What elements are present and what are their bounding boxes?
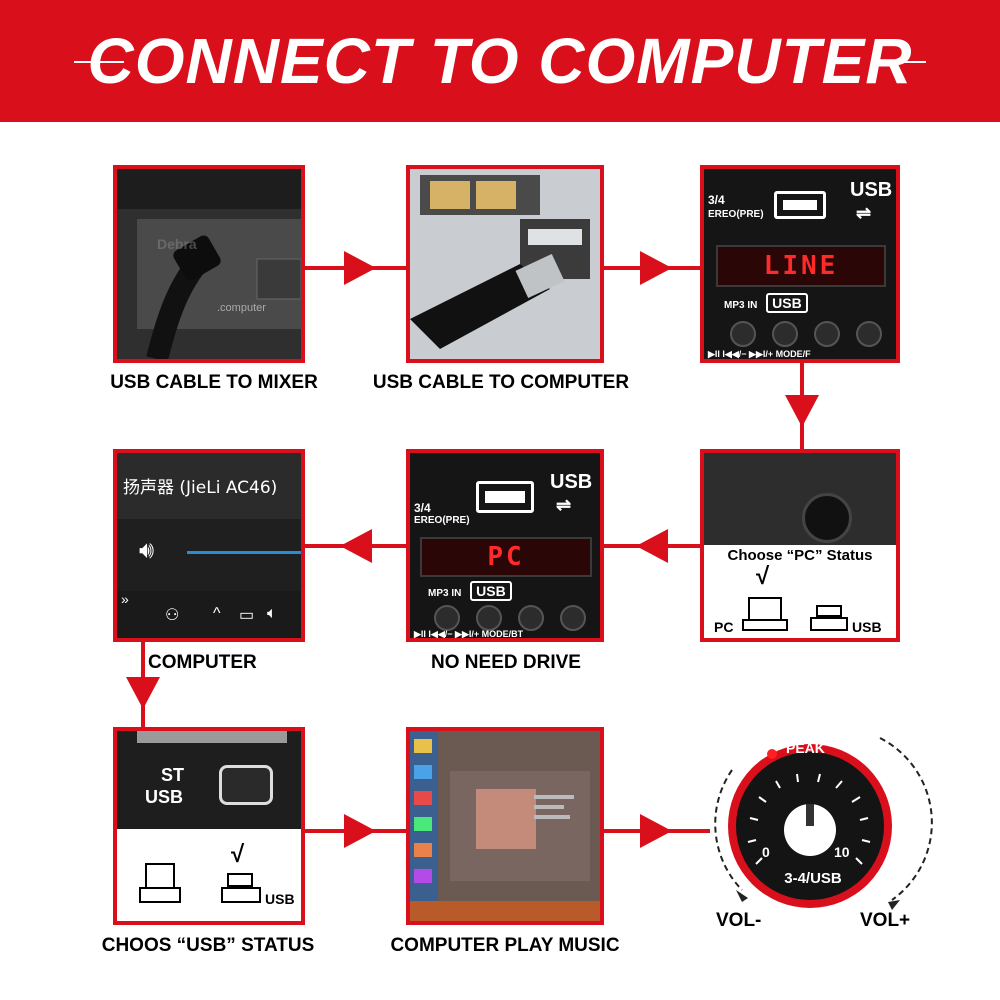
knob-channel-label: 3-4/USB [784,870,842,887]
sound-device-name[interactable]: 扬声器 (JieLi AC46) [123,478,278,498]
usb-status-label: USB [265,891,295,907]
step5-label-stereo: EREO(PRE) [414,515,470,526]
step7-photo: ST USB [117,731,301,829]
step4-panel: Choose “PC” Status √ PC USB [700,449,900,642]
arrow-right-4 [640,814,672,848]
speaker-icon[interactable]: 🔊︎ [139,537,155,564]
prev-button[interactable] [772,321,798,347]
step3-usb-badge: USB [766,293,808,313]
step7-caption: CHOOS “USB” STATUS [101,935,315,956]
step5-lcd-display: PC [420,537,592,577]
usb-check-mark-icon: √ [231,841,245,868]
step4-choose-text: Choose “PC” Status [727,547,873,564]
usb-status-base-icon [221,887,261,903]
mode-button[interactable] [856,321,882,347]
step3-label-stereo: EREO(PRE) [708,209,764,220]
music-player-screenshot [410,731,600,921]
step8-screenshot [406,727,604,925]
step3-photo: 3/4 EREO(PRE) USB ⇌ LINE MP3 IN USB ▶II … [700,165,900,363]
step1-caption: USB CABLE TO MIXER [110,372,318,393]
arrow-left-2 [636,529,668,563]
taskbar-speaker-icon[interactable]: 🔈︎ [267,605,277,622]
volume-knob[interactable] [786,800,834,848]
step6-screenshot: 扬声器 (JieLi AC46) 🔊︎ » ⚇ ^ ▭ 🔈︎ [113,449,305,642]
usb-switch-icon [816,605,842,617]
pc-status-base-icon [139,887,181,903]
vol-minus-label: VOL- [716,910,762,931]
step5-usb-label: USB [550,471,593,493]
step5-usb-port-icon [476,481,534,513]
usb-symbol-icon: ⇌ [856,203,872,223]
st-label: ST [161,765,185,785]
volume-max-label: 10 [834,844,850,860]
step2-photo [406,165,604,363]
header-rule-right [876,61,926,63]
svg-text:.computer: .computer [217,302,266,314]
step5-usb-symbol-icon: ⇌ [556,495,572,515]
step3-usb-label: USB [850,179,893,201]
lcd-display: LINE [716,245,886,287]
step1-photo: .computer Debra [113,165,305,363]
vol-plus-label: VOL+ [860,910,911,931]
step3-button-labels: ▶II I◀◀/− ▶▶I/+ MODE/F [708,349,811,359]
play-pause-button[interactable] [730,321,756,347]
arrow-down-1 [785,395,819,427]
step5-photo: 3/4 EREO(PRE) USB ⇌ PC MP3 IN USB ▶II I◀… [406,449,604,642]
volume-knob-illustration [714,737,933,910]
step7-panel: ST USB √ USB [113,727,305,925]
volume-min-label: 0 [762,844,770,860]
device-header [117,453,301,519]
step4-photo [704,453,896,545]
step5-mode-strip: MP3 IN USB [428,581,594,603]
pc-switch-base-icon [742,619,788,631]
svg-text:Debra: Debra [157,236,197,252]
people-icon[interactable]: ⚇ [165,607,180,624]
arrow-down-2 [126,677,160,709]
usb-status-icon [227,873,253,887]
selector-knob [802,493,852,543]
step5-label-34: 3/4 [414,501,431,515]
peak-label: PEAK [786,740,825,756]
step3-label-34: 3/4 [708,193,725,207]
overflow-icon[interactable]: » [121,591,129,607]
step5-next-button[interactable] [518,605,544,631]
step5-play-button[interactable] [434,605,460,631]
step5-button-labels: ▶II I◀◀/− ▶▶I/+ MODE/BT [414,629,524,639]
step2-caption: USB CABLE TO COMPUTER [372,372,630,393]
next-button[interactable] [814,321,840,347]
usb-cable-computer-image [410,169,600,359]
header-rule-left [74,61,124,63]
pc-status-icon [145,863,175,889]
check-mark-icon: √ [756,563,770,590]
usb-switch-base-icon [810,617,848,631]
arrow-right-2 [640,251,672,285]
volume-slider[interactable] [187,551,301,554]
chevron-up-icon[interactable]: ^ [213,605,221,622]
step5-usb-badge: USB [470,581,512,601]
st-usb-switch[interactable] [219,765,273,805]
step3-mode-strip: MP3 IN USB [724,293,890,315]
step5-prev-button[interactable] [476,605,502,631]
step8-caption: COMPUTER PLAY MUSIC [390,935,620,956]
step9-volume-knob-view: PEAK 0 10 3-4/USB [702,730,938,930]
pc-label: PC [714,619,734,635]
page-title: CONNECT TO COMPUTER [87,25,913,97]
step5-mode-button[interactable] [560,605,586,631]
usb-label: USB [852,619,882,635]
step5-mp3-label: MP3 IN [428,588,462,599]
usb-switch-label: USB [145,787,184,807]
arrow-left-1 [340,529,372,563]
step5-caption: NO NEED DRIVE [431,652,581,673]
header-banner: CONNECT TO COMPUTER [0,0,1000,122]
usb-port-icon [774,191,826,219]
usb-cable-mixer-image: .computer Debra [117,169,301,359]
step6-caption: COMPUTER [148,652,257,673]
arrow-right-3 [344,814,376,848]
pc-switch-icon [748,597,782,621]
arrow-right-1 [344,251,376,285]
step3-mp3-label: MP3 IN [724,300,758,311]
taskbar: » ⚇ ^ ▭ 🔈︎ [117,591,301,638]
network-icon[interactable]: ▭ [239,607,255,624]
